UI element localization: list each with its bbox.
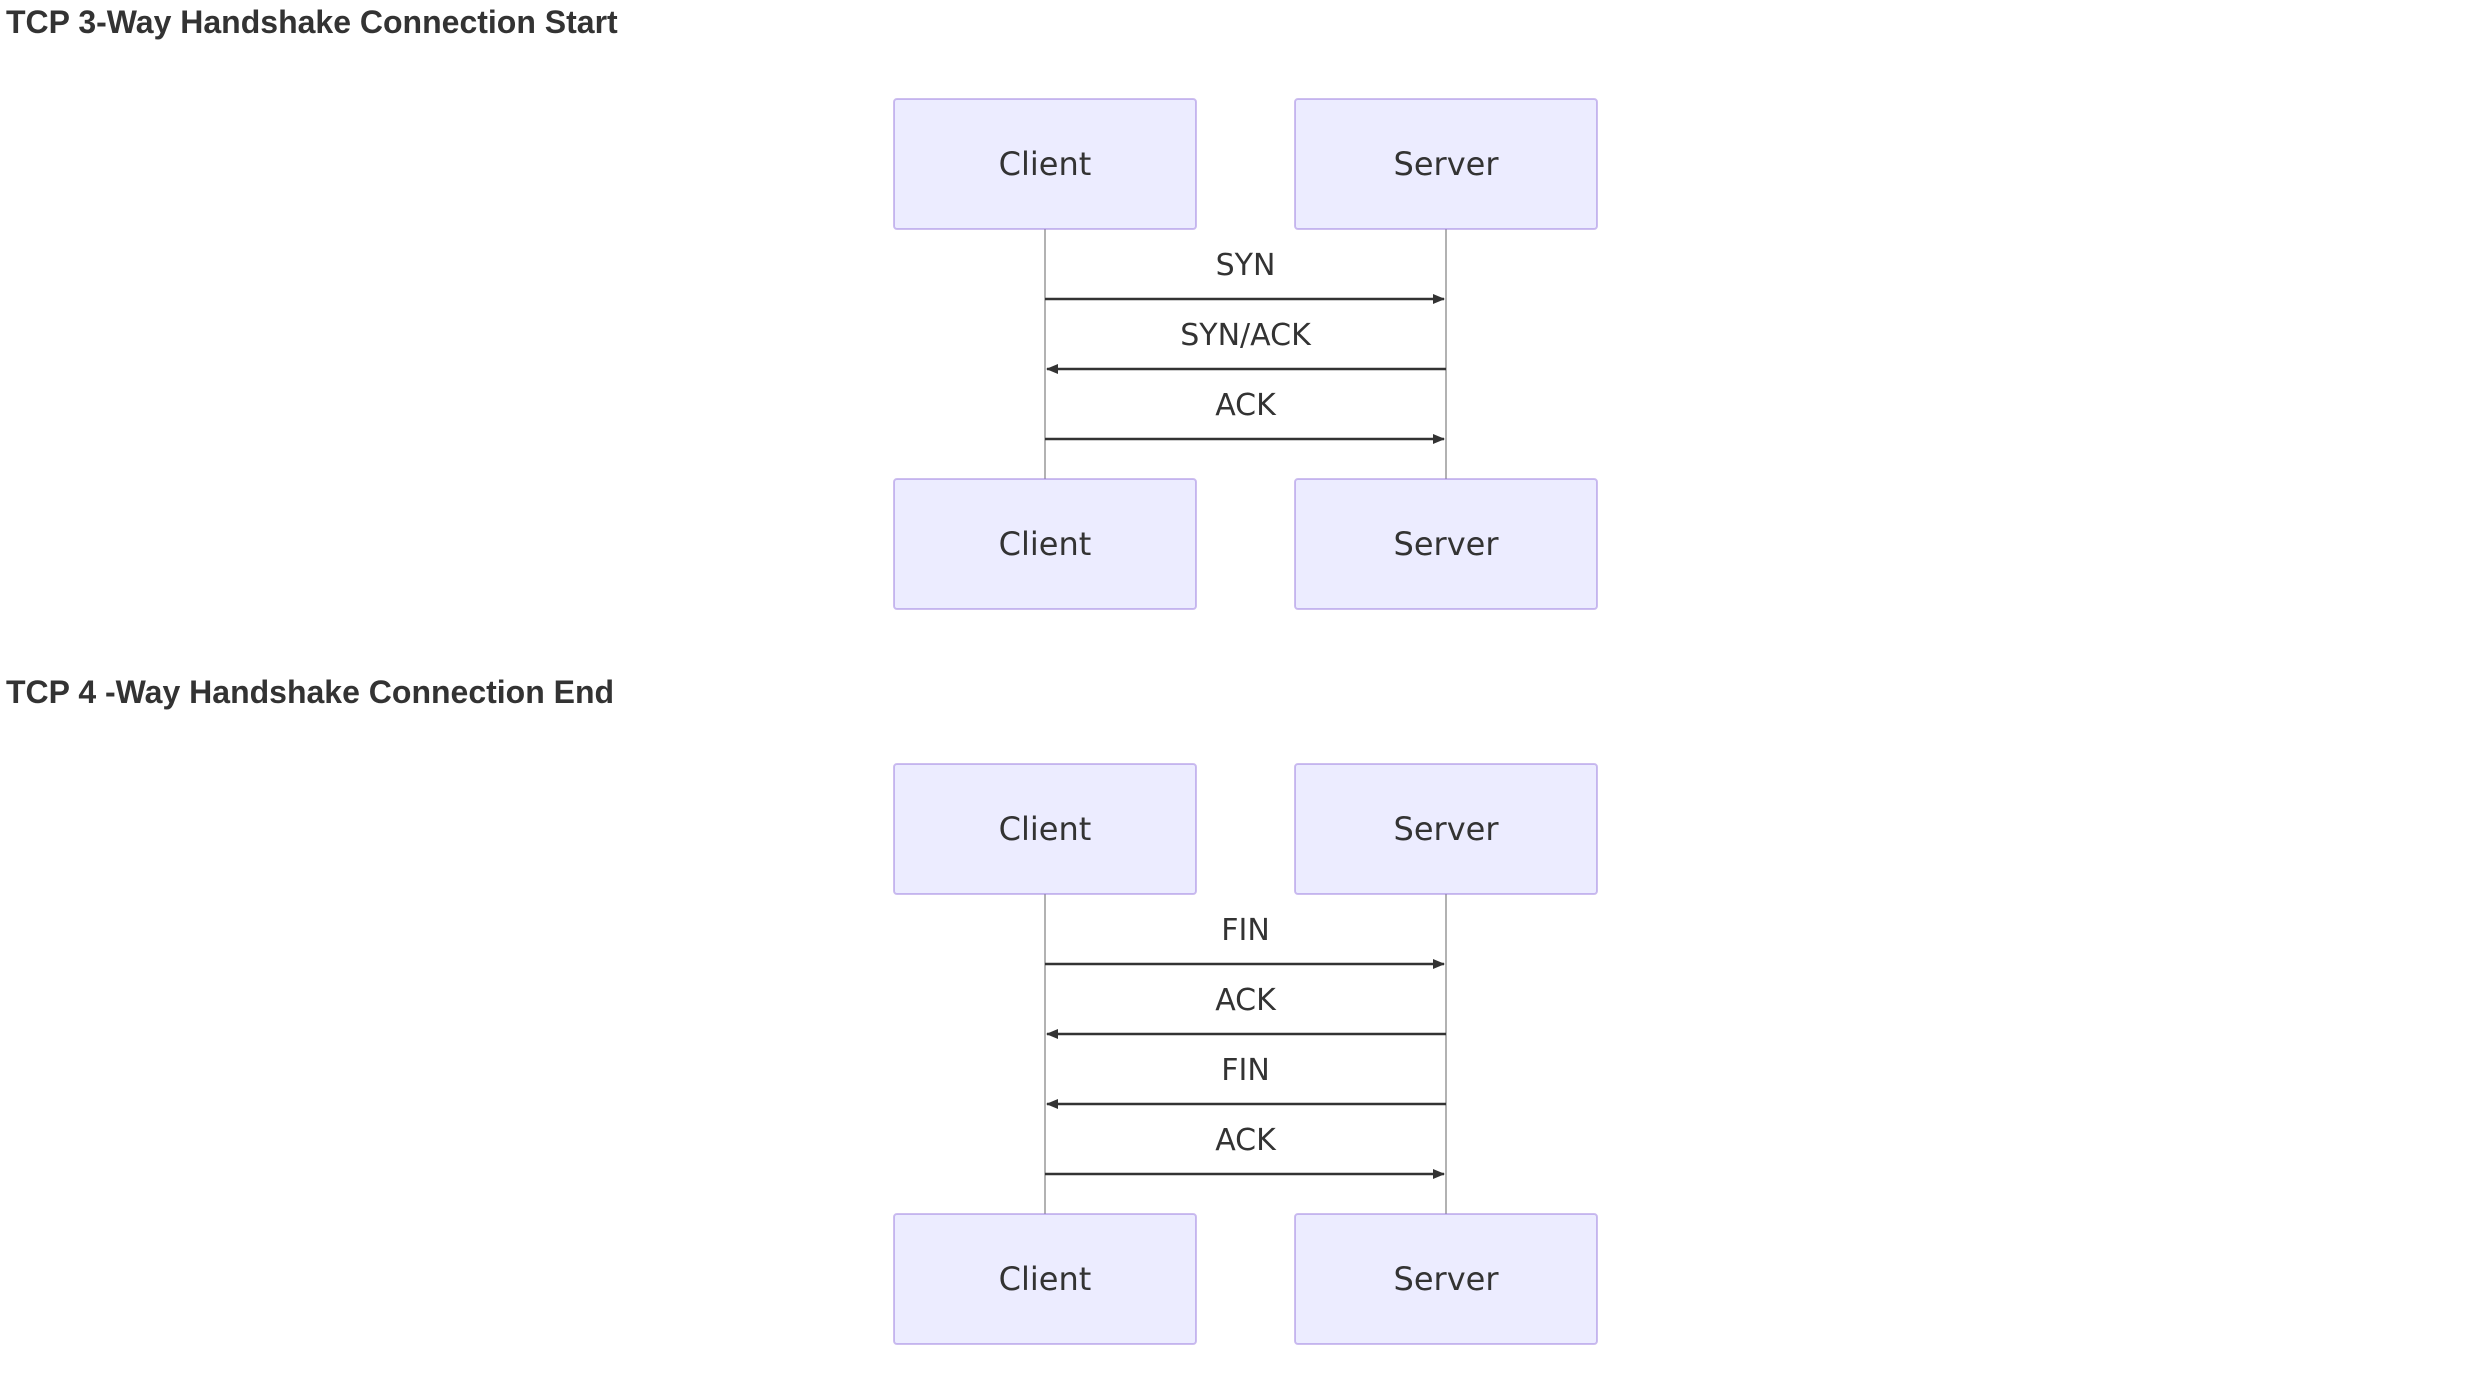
participant-client-bottom: Client [893, 1213, 1197, 1345]
message-ack: ACK [1045, 388, 1445, 444]
message-ack: ACK [1046, 983, 1446, 1039]
participant-label: Server [1394, 525, 1500, 563]
message-label: FIN [1221, 1053, 1270, 1088]
participant-label: Client [999, 1260, 1092, 1298]
participant-label: Server [1394, 1260, 1500, 1298]
participant-server-top: Server [1294, 763, 1598, 895]
participant-client-top: Client [893, 763, 1197, 895]
message-label: FIN [1221, 913, 1270, 948]
message-fin: FIN [1046, 1053, 1446, 1109]
participant-label: Client [999, 145, 1092, 183]
participant-client-bottom: Client [893, 478, 1197, 610]
participant-server-bottom: Server [1294, 1213, 1598, 1345]
diagram-title-connection-start: TCP 3-Way Handshake Connection Start [6, 4, 618, 40]
participant-client-top: Client [893, 98, 1197, 230]
message-label: ACK [1215, 983, 1277, 1018]
message-label: SYN/ACK [1180, 318, 1312, 353]
message-ack: ACK [1045, 1123, 1445, 1179]
participant-label: Server [1394, 145, 1500, 183]
message-syn-ack: SYN/ACK [1046, 318, 1446, 374]
diagram-title-connection-end: TCP 4 -Way Handshake Connection End [6, 674, 615, 710]
participant-label: Client [999, 810, 1092, 848]
participant-server-top: Server [1294, 98, 1598, 230]
message-label: ACK [1215, 1123, 1277, 1158]
participant-label: Server [1394, 810, 1500, 848]
message-fin: FIN [1045, 913, 1445, 969]
participant-label: Client [999, 525, 1092, 563]
message-label: SYN [1216, 248, 1276, 283]
participant-server-bottom: Server [1294, 478, 1598, 610]
message-label: ACK [1215, 388, 1277, 423]
message-syn: SYN [1045, 248, 1445, 304]
